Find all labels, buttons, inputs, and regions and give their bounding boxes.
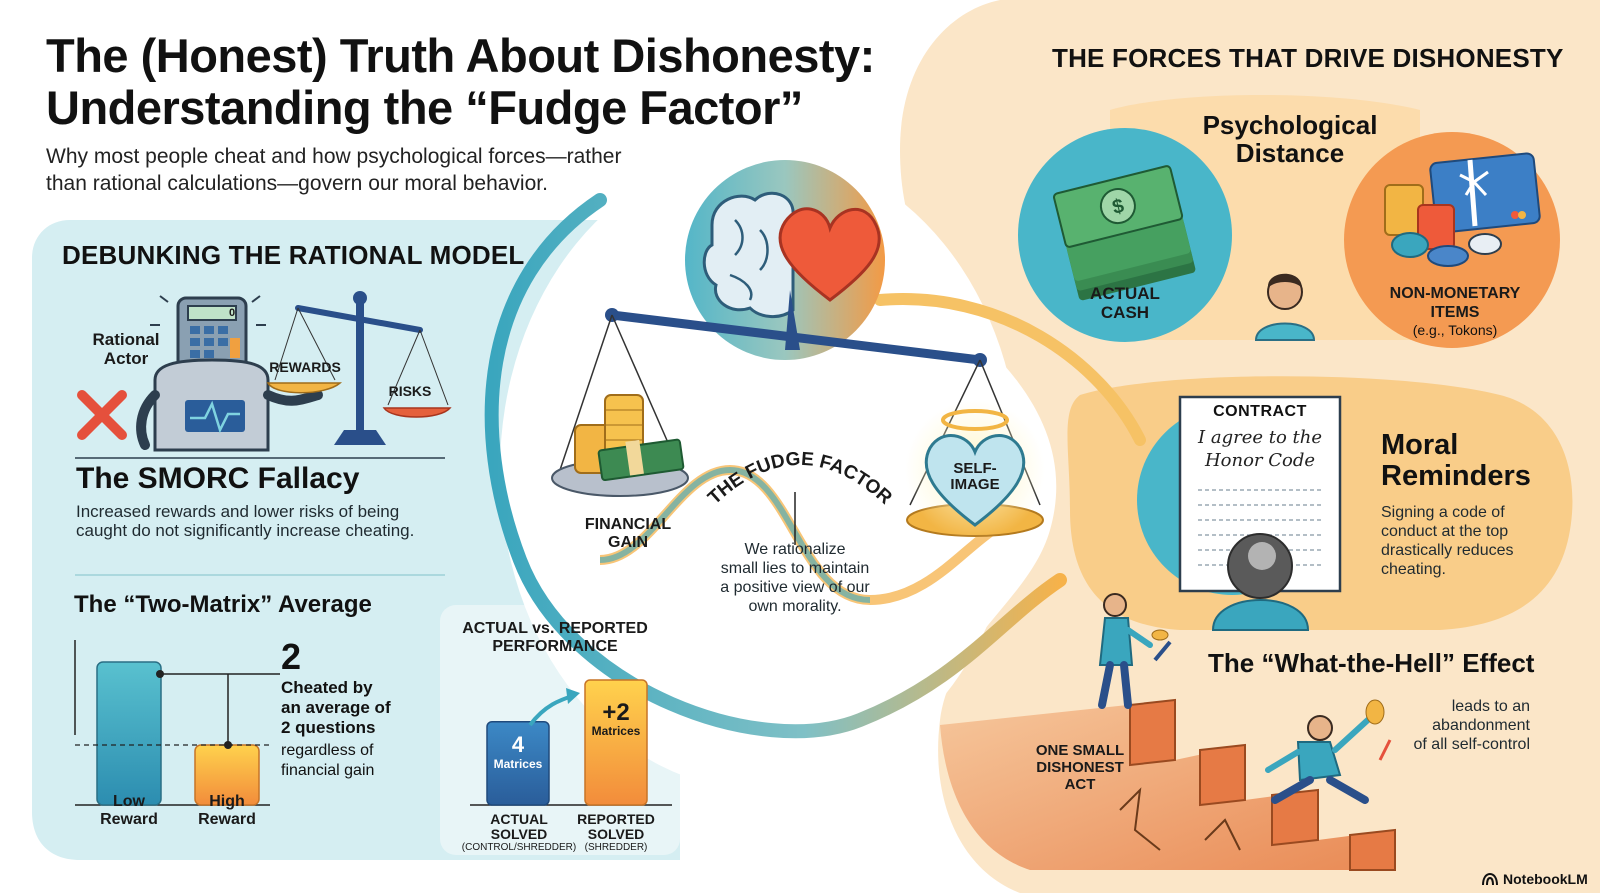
self-image-label-2: IMAGE: [950, 476, 1000, 493]
bar-actual-solved: [486, 720, 550, 806]
moral-desc-4: cheating.: [1381, 561, 1446, 578]
financial-gain-label-2: GAIN: [608, 534, 648, 551]
brain-icon: [702, 191, 795, 318]
reported-value: +2: [602, 699, 630, 726]
rational-actor-label-2: Actor: [103, 349, 149, 368]
wth-desc-3: of all self-control: [1413, 736, 1531, 753]
actual-label-1: ACTUAL: [490, 811, 548, 827]
reported-label-1: REPORTED: [577, 811, 655, 827]
fudge-desc-2: small lies to maintain: [720, 560, 870, 577]
gift-card-icon: [1429, 152, 1541, 234]
brand-text: NotebookLM: [1503, 871, 1588, 887]
performance-title-2: PERFORMANCE: [492, 638, 618, 655]
distance-title-2: Distance: [1235, 138, 1345, 168]
wth-desc-1: leads to an: [1451, 698, 1530, 715]
two-matrix-big-number: 2: [281, 636, 302, 677]
actual-cash-label-2: CASH: [1100, 303, 1150, 322]
notebooklm-brand: NotebookLM: [1482, 871, 1588, 887]
two-matrix-desc-2: an average of: [281, 698, 391, 717]
two-matrix-desc-3: 2 questions: [281, 718, 376, 737]
rewards-label: REWARDS: [269, 359, 341, 375]
robot-calculator-icon: [136, 296, 323, 452]
wth-desc-2: abandonment: [1432, 717, 1530, 734]
bar-low-reward: [96, 661, 162, 806]
notebooklm-logo-icon: [1482, 872, 1498, 886]
person-icon: [1211, 533, 1310, 631]
contract-line-2: Honor Code: [1204, 450, 1316, 471]
red-x-icon: [77, 390, 127, 440]
two-matrix-desc-4: regardless of: [281, 742, 374, 759]
actual-value: 4: [511, 732, 525, 757]
bar-high-label-2: Reward: [198, 811, 256, 828]
contract-line-1: I agree to the: [1198, 427, 1322, 448]
fudge-desc-1: We rationalize: [744, 541, 846, 558]
rational-section-title: DEBUNKING THE RATIONAL MODEL: [62, 240, 525, 270]
page-title-line-2: Understanding the “Fudge Factor”: [46, 81, 803, 134]
one-small-act-1: ONE SMALL: [1035, 742, 1125, 759]
moral-desc-3: drastically reduces: [1381, 542, 1514, 559]
moral-title-1: Moral: [1381, 429, 1459, 461]
two-matrix-chart: [74, 640, 280, 806]
risks-label: RISKS: [388, 383, 432, 399]
halo-heart-icon: [924, 434, 1026, 527]
wth-title: The “What-the-Hell” Effect: [1208, 648, 1535, 678]
balance-scale-icon: [266, 291, 452, 445]
actual-label-3: (CONTROL/SHREDDER): [461, 842, 577, 853]
calculator-display: 0: [228, 307, 236, 319]
money-stack-icon: [597, 438, 685, 482]
money-stack-icon: $: [1053, 165, 1196, 301]
one-small-act-3: ACT: [1064, 776, 1096, 793]
stairs-icon: [940, 698, 1396, 871]
page-title-line-1: The (Honest) Truth About Dishonesty:: [46, 29, 875, 82]
financial-gain-label-1: FINANCIAL: [584, 516, 672, 533]
smorc-desc-2: caught do not significantly increase che…: [76, 521, 415, 540]
subtitle-line-1: Why most people cheat and how psychologi…: [46, 145, 622, 168]
reported-unit: Matrices: [591, 724, 641, 738]
bar-low-label-1: Low: [113, 793, 145, 810]
heart-icon: [778, 207, 881, 302]
non-monetary-label-1: NON-MONETARY: [1389, 285, 1521, 302]
smorc-title: The SMORC Fallacy: [76, 462, 360, 495]
person-icon: [1254, 273, 1316, 341]
contract-title: CONTRACT: [1213, 403, 1307, 420]
chips-icon: [1384, 184, 1502, 267]
distance-title-1: Psychological: [1202, 110, 1378, 140]
non-monetary-label-2: ITEMS: [1430, 304, 1480, 321]
smorc-desc-1: Increased rewards and lower risks of bei…: [76, 502, 400, 521]
center-oval: [500, 150, 1020, 790]
fudge-factor-text: THE FUDGE FACTOR: [704, 449, 896, 509]
person-icon: [1098, 593, 1172, 709]
subtitle-line-2: than rational calculations—govern our mo…: [46, 172, 548, 195]
performance-chart: [470, 679, 672, 806]
svg-text:$: $: [1110, 195, 1126, 219]
bar-reported-solved: [584, 679, 648, 806]
actual-unit: Matrices: [493, 757, 543, 771]
forces-section-title: THE FORCES THAT DRIVE DISHONESTY: [1052, 43, 1564, 73]
self-image-label-1: SELF-: [953, 460, 997, 477]
two-matrix-title: The “Two-Matrix” Average: [74, 591, 372, 618]
two-matrix-desc-1: Cheated by: [281, 678, 373, 697]
reported-label-3: (SHREDDER): [584, 842, 648, 853]
fudge-factor-label: THE FUDGE FACTOR: [704, 449, 896, 509]
moral-title-2: Reminders: [1381, 460, 1531, 492]
actual-cash-label-1: ACTUAL: [1090, 284, 1160, 303]
fudge-desc-4: own morality.: [748, 598, 842, 615]
bar-high-label-1: High: [209, 793, 245, 810]
moral-desc-2: conduct at the top: [1381, 523, 1509, 540]
actual-label-2: SOLVED: [490, 826, 548, 842]
one-small-act-2: DISHONEST: [1036, 759, 1124, 776]
moral-desc-1: Signing a code of: [1381, 504, 1505, 521]
bar-low-label-2: Reward: [100, 811, 158, 828]
fudge-desc-3: a positive view of our: [720, 579, 870, 596]
performance-title-1: ACTUAL vs. REPORTED: [462, 620, 648, 637]
rational-actor-label-1: Rational: [92, 330, 160, 349]
non-monetary-label-3: (e.g., Tokons): [1412, 322, 1498, 338]
svg-text:THE FUDGE FACTOR: THE FUDGE FACTOR: [704, 449, 896, 509]
falling-person-icon: [1265, 699, 1392, 804]
two-matrix-desc-5: financial gain: [281, 762, 375, 779]
reported-label-2: SOLVED: [587, 826, 645, 842]
